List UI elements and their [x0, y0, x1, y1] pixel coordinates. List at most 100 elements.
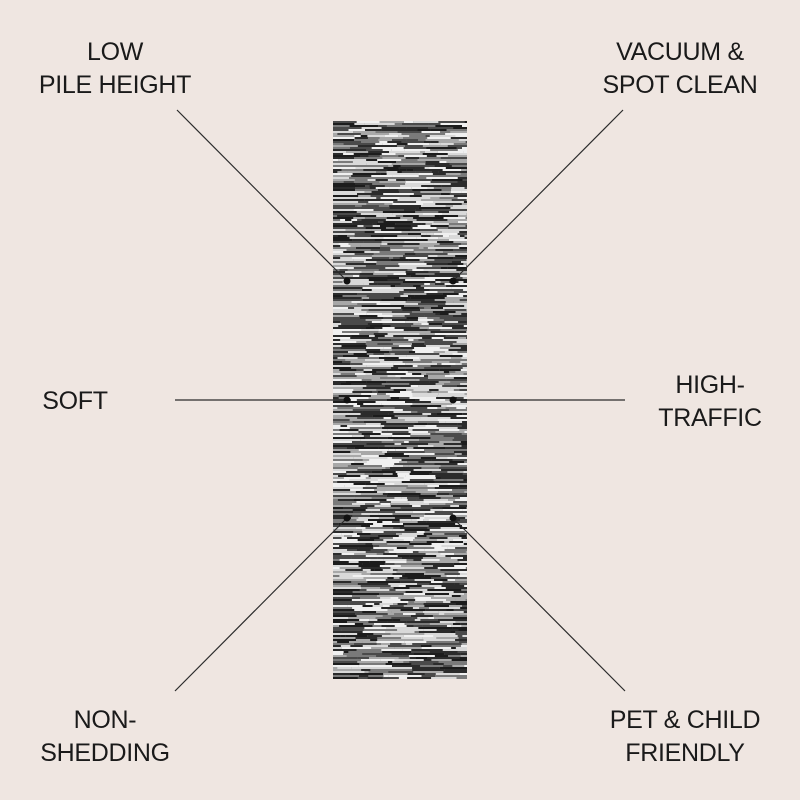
- rug-fiber-streak: [338, 523, 367, 525]
- rug-fiber-streak: [333, 179, 355, 181]
- rug-fiber-streak: [390, 585, 399, 587]
- rug-fiber-streak: [442, 325, 464, 327]
- rug-fiber-streak: [333, 583, 358, 585]
- rug-fiber-streak: [333, 549, 348, 551]
- rug-fiber-streak: [394, 483, 425, 485]
- rug-fiber-streak: [380, 245, 403, 247]
- rug-fiber-streak: [365, 373, 372, 375]
- rug-fiber-streak: [405, 591, 423, 593]
- rug-fiber-streak: [333, 233, 355, 235]
- rug-fiber-streak: [369, 297, 394, 299]
- rug-fiber-streak: [337, 133, 361, 135]
- rug-fiber-streak: [347, 235, 355, 237]
- rug-fiber-streak: [418, 303, 446, 305]
- rug-fiber-streak: [353, 405, 361, 407]
- rug-fiber-streak: [384, 355, 407, 357]
- rug-fiber-streak: [371, 599, 401, 601]
- rug-fiber-streak: [406, 355, 440, 357]
- rug-fiber-streak: [418, 215, 435, 217]
- rug-fiber-streak: [415, 273, 435, 275]
- rug-fiber-streak: [453, 127, 467, 129]
- rug-fiber-streak: [430, 225, 449, 227]
- rug-fiber-streak: [349, 177, 382, 179]
- rug-fiber-streak: [378, 337, 404, 339]
- rug-fiber-streak: [350, 451, 383, 453]
- rug-fiber-streak: [364, 251, 380, 253]
- rug-fiber-streak: [357, 293, 382, 295]
- rug-fiber-streak: [333, 597, 338, 599]
- rug-fiber-streak: [333, 659, 361, 661]
- rug-fiber-streak: [337, 357, 358, 359]
- rug-fiber-streak: [415, 209, 422, 211]
- rug-fiber-streak: [407, 603, 424, 605]
- rug-fiber-streak: [445, 133, 467, 135]
- rug-fiber-streak: [431, 391, 448, 393]
- rug-fiber-streak: [351, 335, 369, 337]
- rug-fiber-streak: [455, 621, 467, 623]
- rug-fiber-streak: [372, 223, 377, 225]
- rug-fiber-streak: [419, 517, 425, 519]
- rug-fiber-streak: [333, 277, 345, 279]
- rug-fiber-streak: [437, 305, 465, 307]
- rug-fiber-streak: [421, 205, 446, 207]
- rug-fiber-streak: [407, 143, 430, 145]
- rug-fiber-streak: [433, 187, 452, 189]
- rug-fiber-streak: [363, 629, 398, 631]
- rug-fiber-streak: [425, 135, 430, 137]
- rug-fiber-streak: [370, 669, 401, 671]
- rug-fiber-streak: [385, 491, 402, 493]
- rug-fiber-streak: [414, 631, 419, 633]
- rug-fiber-streak: [395, 239, 428, 241]
- rug-fiber-streak: [408, 233, 421, 235]
- rug-fiber-streak: [343, 651, 349, 653]
- rug-fiber-streak: [333, 323, 342, 325]
- rug-fiber-streak: [375, 179, 388, 181]
- rug-fiber-streak: [333, 205, 356, 207]
- callout-dot-low-pile: [343, 277, 351, 285]
- rug-fiber-streak: [408, 619, 415, 621]
- rug-fiber-streak: [381, 299, 408, 301]
- rug-fiber-streak: [360, 207, 375, 209]
- rug-fiber-streak: [364, 231, 375, 233]
- rug-fiber-streak: [402, 617, 413, 619]
- rug-fiber-streak: [463, 611, 467, 613]
- rug-fiber-streak: [386, 421, 419, 423]
- rug-fiber-streak: [440, 123, 467, 125]
- rug-fiber-streak: [354, 553, 377, 555]
- rug-fiber-streak: [352, 607, 382, 609]
- rug-fiber-streak: [401, 459, 432, 461]
- callout-dots: [343, 277, 457, 522]
- rug-fiber-streak: [434, 463, 458, 465]
- rug-fiber-streak: [428, 377, 454, 379]
- rug-fiber-streak: [361, 659, 381, 661]
- rug-fiber-streak: [464, 491, 467, 493]
- rug-fiber-streak: [361, 453, 385, 455]
- rug-fiber-streak: [400, 669, 413, 671]
- rug-fiber-streak: [391, 435, 411, 437]
- rug-fiber-streak: [408, 351, 416, 353]
- rug-fiber-streak: [452, 539, 467, 541]
- rug-fiber-streak: [407, 485, 428, 487]
- rug-fiber-streak: [434, 547, 448, 549]
- rug-fiber-streak: [446, 599, 456, 601]
- feature-label-line: SOFT: [42, 387, 108, 415]
- rug-fiber-streak: [401, 443, 429, 445]
- rug-fiber-streak: [394, 497, 402, 499]
- rug-fiber-streak: [333, 501, 357, 503]
- rug-fiber-streak: [452, 439, 467, 441]
- rug-fiber-streak: [367, 179, 376, 181]
- rug-fiber-streak: [337, 667, 352, 669]
- rug-fiber-streak: [400, 165, 435, 167]
- rug-fiber-streak: [339, 429, 359, 431]
- rug-fiber-streak: [369, 515, 383, 517]
- rug-fiber-streak: [417, 319, 434, 321]
- rug-fiber-streak: [333, 649, 357, 651]
- rug-fiber-streak: [353, 531, 363, 533]
- rug-fiber-streak: [362, 653, 392, 655]
- rug-fiber-streak: [436, 637, 459, 639]
- rug-fiber-streak: [459, 483, 467, 485]
- rug-fiber-streak: [370, 145, 398, 147]
- rug-fiber-streak: [443, 349, 449, 351]
- rug-fiber-streak: [379, 141, 388, 143]
- rug-fiber-streak: [429, 537, 448, 539]
